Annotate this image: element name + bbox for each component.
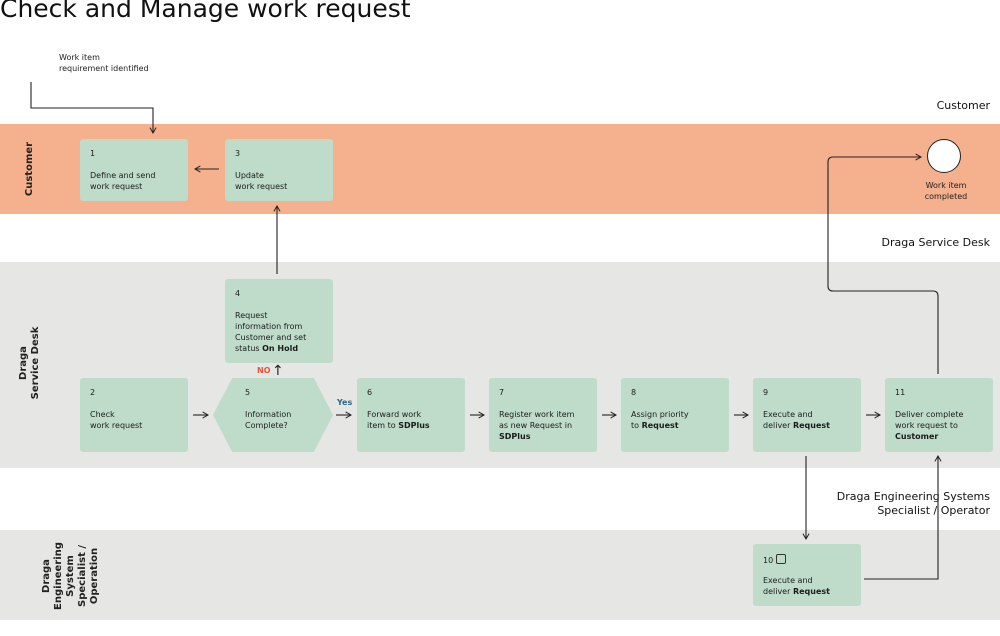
step-9-text-bold: Request bbox=[792, 421, 830, 430]
step-11-text: Deliver complete work request to Custome… bbox=[895, 409, 983, 442]
step-10-header: 10 bbox=[763, 554, 851, 566]
step-7-box[interactable]: 7 Register work item as new Request in S… bbox=[489, 378, 597, 452]
connectors bbox=[30, 82, 942, 580]
checkbox-icon bbox=[776, 554, 787, 564]
step-9-text: Execute and deliver Request bbox=[763, 409, 851, 431]
step-9-box[interactable]: 9 Execute and deliver Request bbox=[753, 378, 861, 452]
step-4-text-main: Request information from Customer and se… bbox=[235, 311, 307, 353]
step-8-text-bold: Request bbox=[641, 421, 679, 430]
step-5-decision[interactable]: 5 Information Complete? bbox=[213, 378, 333, 452]
decision-no-arrow-icon: ↑ bbox=[272, 363, 284, 379]
page-title: Check and Manage work request bbox=[0, 0, 411, 23]
end-event-circle-icon bbox=[927, 139, 961, 173]
lane-header-engineering: Draga Engineering Systems Specialist / O… bbox=[836, 490, 990, 517]
step-8-text: Assign priority to Request bbox=[631, 409, 719, 431]
connector-10-to-11 bbox=[864, 454, 942, 580]
step-8-text-main: Assign priority to bbox=[631, 410, 689, 430]
decision-yes-label: Yes bbox=[337, 398, 353, 407]
step-3-box[interactable]: 3 Update work request bbox=[225, 139, 333, 201]
step-2-box[interactable]: 2 Check work request bbox=[80, 378, 188, 452]
step-10-text-bold: Request bbox=[792, 587, 830, 596]
step-11-box[interactable]: 11 Deliver complete work request to Cust… bbox=[885, 378, 993, 452]
step-6-text-bold: SDPlus bbox=[398, 421, 430, 430]
lane-header-service-desk: Draga Service Desk bbox=[881, 236, 990, 249]
end-event-label: Work item completed bbox=[924, 181, 968, 201]
step-10-box[interactable]: 10 Execute and deliver Request bbox=[753, 544, 861, 606]
step-7-text-main: Register work item as new Request in bbox=[499, 410, 575, 430]
step-3-number: 3 bbox=[235, 149, 241, 158]
step-4-box[interactable]: 4 Request information from Customer and … bbox=[225, 279, 333, 363]
step-11-number: 11 bbox=[895, 388, 906, 397]
connector-start-to-1 bbox=[30, 82, 157, 135]
step-2-text: Check work request bbox=[90, 410, 143, 430]
step-10-text: Execute and deliver Request bbox=[763, 575, 851, 597]
start-note: Work item requirement identified bbox=[59, 53, 149, 73]
step-4-text-bold: On Hold bbox=[262, 344, 299, 353]
step-11-text-bold: Customer bbox=[895, 432, 939, 441]
step-8-number: 8 bbox=[631, 388, 637, 397]
step-10-number: 10 bbox=[763, 556, 774, 565]
step-1-box[interactable]: 1 Define and send work request bbox=[80, 139, 188, 201]
step-10-text-main: Execute and deliver bbox=[763, 576, 813, 596]
step-1-text: Define and send work request bbox=[90, 171, 156, 191]
step-11-text-main: Deliver complete work request to bbox=[895, 410, 964, 430]
step-7-number: 7 bbox=[499, 388, 505, 397]
step-4-text: Request information from Customer and se… bbox=[235, 310, 323, 354]
step-9-number: 9 bbox=[763, 388, 769, 397]
step-6-number: 6 bbox=[367, 388, 373, 397]
step-8-box[interactable]: 8 Assign priority to Request bbox=[621, 378, 729, 452]
step-5-number: 5 bbox=[245, 388, 251, 397]
step-6-text: Forward work item to SDPlus bbox=[367, 409, 455, 431]
step-5-text: Information Complete? bbox=[245, 410, 292, 430]
step-7-text-bold: SDPlus bbox=[499, 432, 531, 441]
step-6-text-main: Forward work item to bbox=[367, 410, 422, 430]
step-9-text-main: Execute and deliver bbox=[763, 410, 813, 430]
step-4-number: 4 bbox=[235, 289, 241, 298]
step-7-text: Register work item as new Request in SDP… bbox=[499, 409, 587, 442]
step-3-text: Update work request bbox=[235, 171, 288, 191]
step-6-box[interactable]: 6 Forward work item to SDPlus bbox=[357, 378, 465, 452]
step-2-number: 2 bbox=[90, 388, 96, 397]
step-1-number: 1 bbox=[90, 149, 96, 158]
connector-11-to-end bbox=[827, 153, 939, 374]
decision-no-label: NO bbox=[257, 366, 271, 375]
lane-header-customer: Customer bbox=[936, 99, 990, 112]
